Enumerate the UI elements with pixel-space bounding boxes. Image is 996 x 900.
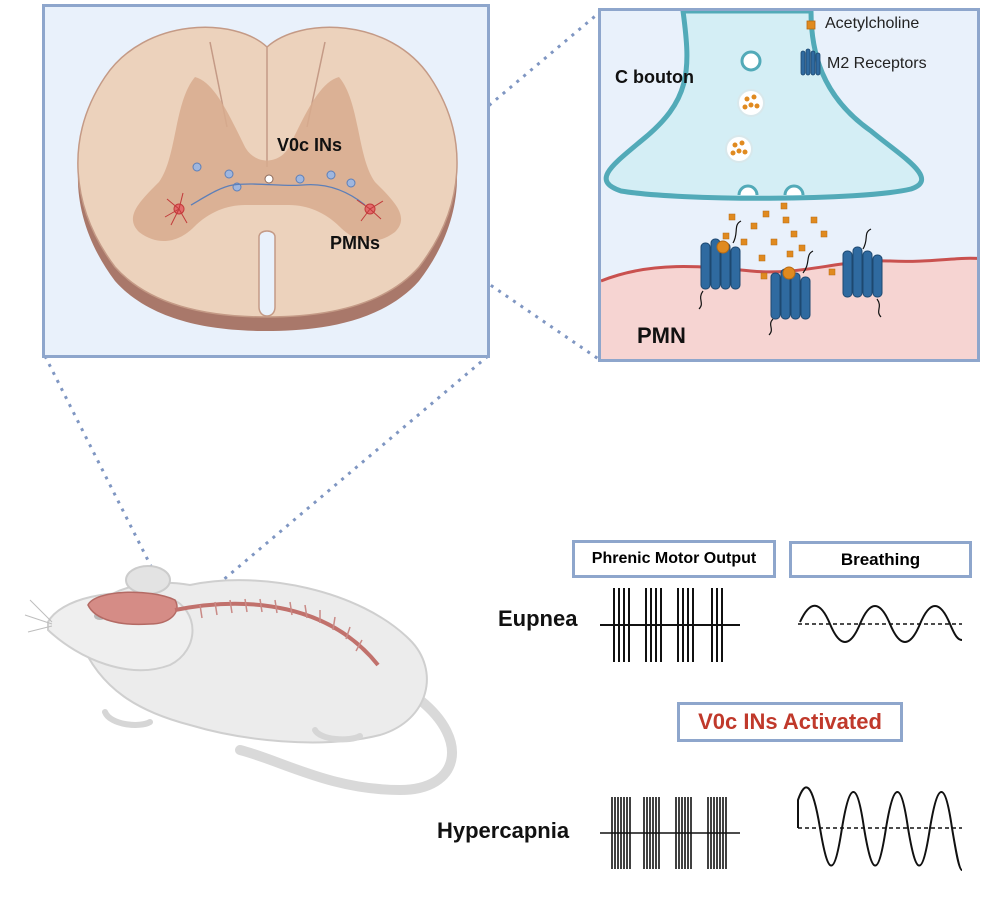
- c-bouton-label: C bouton: [615, 67, 694, 87]
- breathing-header: Breathing: [789, 541, 972, 578]
- synapse-panel: C bouton PMN Acetylcholine M2 Receptors: [598, 8, 980, 362]
- eupnea-breathing-trace: [798, 604, 963, 643]
- synapse-illustration: [601, 11, 977, 359]
- hypercapnia-label: Hypercapnia: [437, 818, 570, 843]
- v0c-activated-text: V0c INs Activated: [698, 709, 882, 734]
- phrenic-motor-output-header: Phrenic Motor Output: [572, 540, 776, 578]
- eupnea-phrenic-trace: [600, 588, 740, 662]
- m2-receptors-legend-label: M2 Receptors: [827, 55, 927, 72]
- acetylcholine-legend-label: Acetylcholine: [825, 15, 920, 32]
- hypercapnia-breathing-trace: [797, 786, 963, 871]
- pmns-label: PMNs: [330, 233, 381, 253]
- eupnea-label: Eupnea: [498, 606, 578, 631]
- v0c-ins-label: V0c INs: [277, 135, 343, 155]
- breathing-header-text: Breathing: [840, 549, 921, 569]
- phrenic-motor-output-text: Phrenic Motor Output: [591, 550, 757, 567]
- pmn-label: PMN: [637, 323, 686, 348]
- hypercapnia-phrenic-trace: [600, 797, 740, 869]
- v0c-activated-box: V0c INs Activated: [677, 702, 903, 742]
- spinal-cord-panel: V0c INs PMNs: [42, 4, 490, 358]
- spinal-cord-cross-section: [77, 26, 458, 331]
- mouse-illustration: [24, 565, 457, 796]
- m2-receptor-group: [700, 238, 883, 320]
